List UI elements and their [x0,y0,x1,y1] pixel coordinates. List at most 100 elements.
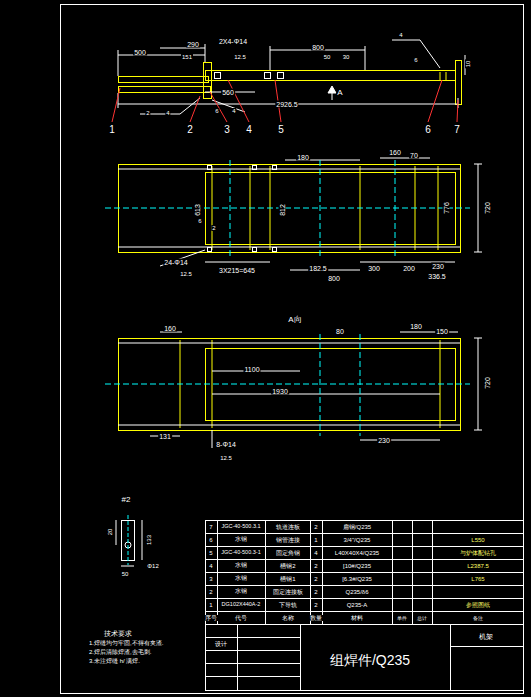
table-cell: 备注 [472,616,484,621]
dimension-text: 4 [231,108,236,114]
dimension-text: 10 [465,60,471,69]
table-cell: Q235-A [346,602,369,608]
table-cell: 名称 [281,615,295,621]
table-cell: JGC-40-500.3-1 [220,550,261,556]
table-cell: L2387.5 [466,563,490,569]
note-text: 1.焊缝均匀牢固,不得有夹渣. [88,640,164,646]
callout-number: 5 [277,125,285,135]
table-cell: 3 [208,576,213,582]
dimension-text: 290 [186,41,200,48]
table-cell: Q235/δ6 [344,589,369,595]
dimension-text: 560 [221,89,235,96]
callout-number: 1 [108,125,116,135]
dimension-text: A向 [287,316,302,324]
table-cell: 2 [313,576,318,582]
table-cell: 槽钢1 [279,576,296,582]
dimension-text: 182.5 [308,265,328,272]
dimension-text: 2926.5 [275,101,298,108]
dimension-text: 1100 [243,366,260,373]
table-cell: 扁钢/Q235 [342,524,372,530]
dimension-text: 151 [181,54,193,60]
table-cell: 数量 [309,615,323,621]
table-cell: 与炉体配钻孔 [459,550,497,556]
callout-number: 7 [453,125,461,135]
callout-number: 4 [245,125,253,135]
dimension-text: 12.5 [179,271,193,277]
dimension-text: 230 [377,437,391,444]
table-cell: 水钢 [234,589,248,595]
dimension-text: 720 [484,376,491,390]
table-cell: 2 [313,524,318,530]
dimension-text: 6 [214,108,219,114]
table-cell: 水钢 [234,576,248,582]
callout-number: 3 [223,125,231,135]
callout-number: 2 [186,125,194,135]
dimension-text: 776 [443,201,450,215]
table-cell: 材料 [350,615,364,621]
table-cell: 水钢 [234,563,248,569]
table-cell: 2 [313,589,318,595]
table-cell: 总计 [416,616,428,621]
dimension-text: 4 [398,32,403,38]
table-cell: 2 [208,589,213,595]
table-cell: JGC-40-500.3.1 [220,524,261,530]
table-cell: 单件 [396,616,408,621]
table-cell: 固定连接板 [272,589,304,595]
note-text: 2.焊后清除焊渣,去毛刺. [88,649,152,655]
dimension-text: 12.5 [219,455,233,461]
dimension-text: 160 [388,149,402,156]
table-cell: 参照图纸 [465,602,491,608]
dimension-text: 131 [158,433,172,440]
dimension-text: 12.5 [233,54,247,60]
table-cell: 下导轨 [278,602,298,608]
table-cell: [10#/Q235 [342,563,372,569]
table-cell: L40X40X4/Q235 [334,550,380,556]
table-cell: [6.3#/Q235 [341,576,373,582]
dimension-text: 336.5 [427,273,447,280]
dimension-text: 180 [409,323,423,330]
table-cell: 7 [208,524,213,530]
table-cell: 6 [208,537,213,543]
dimension-text: #2 [121,496,132,504]
dimension-text: 150 [435,328,449,335]
dimension-text: 180 [296,154,310,161]
callout-number: 6 [424,125,432,135]
table-cell: 轨道连板 [275,524,301,530]
dimension-text: 500 [133,49,147,56]
table-cell: 4 [313,550,318,556]
dimension-text: 20 [107,528,113,537]
table-cell: 2 [313,602,318,608]
dimension-text: 200 [402,265,416,272]
dimension-text: 50 [323,54,332,60]
dimension-text: 50 [121,571,130,577]
table-cell: L765 [470,576,485,582]
dimension-text: Φ12 [146,563,159,569]
dimension-text: 6 [197,218,202,224]
table-cell: 5 [208,550,213,556]
dimension-text: 4 [165,110,170,116]
dimension-text: 800 [311,44,325,51]
dimension-text: A [336,89,343,97]
table-cell: 1 [313,537,318,543]
dimension-text: 80 [335,328,345,335]
dimension-text: 2 [145,110,150,116]
table-cell: 序号 [204,615,218,621]
dimension-text: 30 [342,54,351,60]
table-cell: L550 [470,537,485,543]
table-cell: 机架 [478,633,494,640]
dimension-text: 3X215=645 [218,267,256,274]
dimension-text: 2 [211,225,216,231]
dimension-text: 1930 [271,388,289,395]
table-cell: 3/4"/Q235 [343,537,372,543]
dimension-text: 70 [409,152,419,159]
dimension-text: 6 [413,57,418,63]
dimension-text: 8-Φ14 [215,441,237,448]
dimension-text: 230 [431,263,445,270]
dimension-text: 613 [194,203,201,217]
dimension-text: 2X4-Φ14 [218,38,248,45]
table-cell: 槽钢2 [279,563,296,569]
table-cell: 4 [208,563,213,569]
table-cell: 设计 [214,641,228,647]
title-text: 组焊件/Q235 [329,653,411,667]
